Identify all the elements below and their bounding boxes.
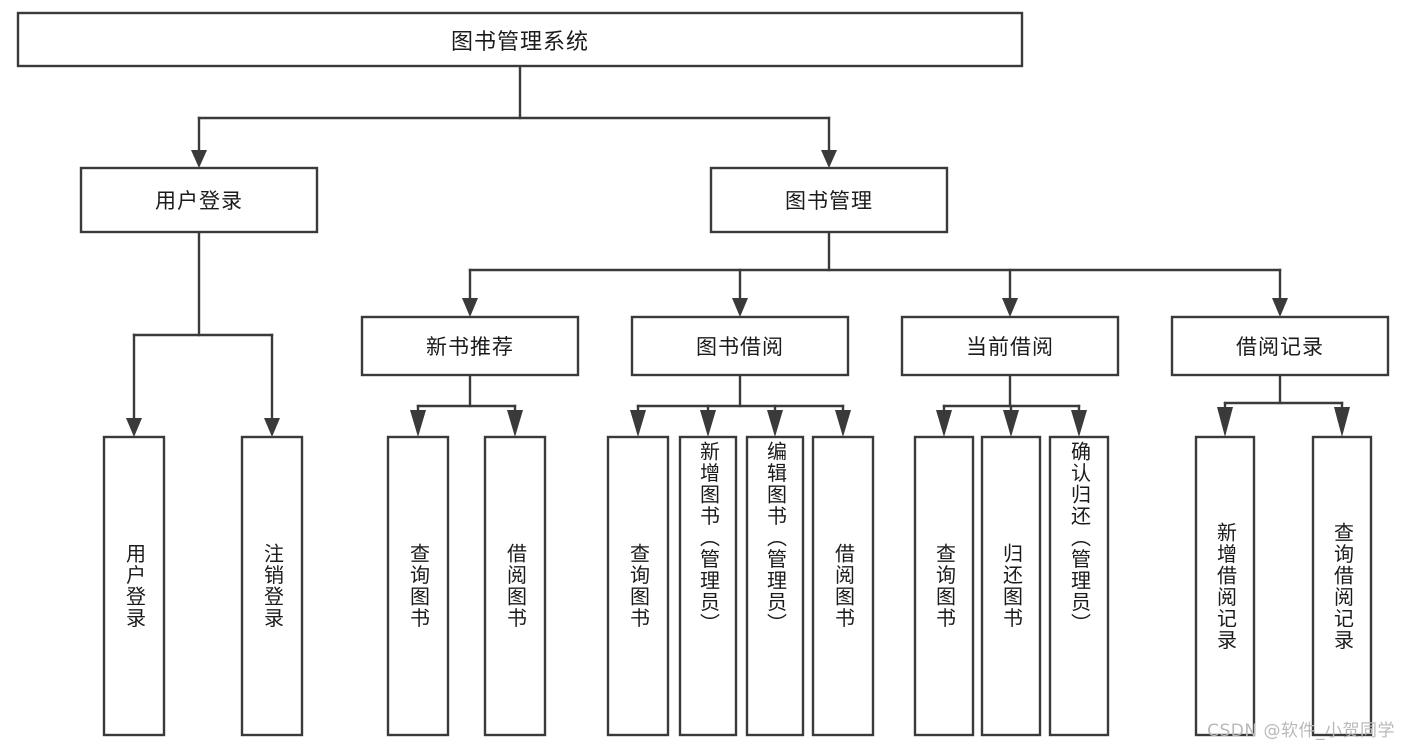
arrow-head-leaf-borrow-book-2	[835, 410, 851, 437]
arrow-head-borrow-record	[1272, 298, 1288, 317]
node-new-book-rec[interactable]	[360, 315, 580, 377]
arrow-head-leaf-query-book-1	[410, 410, 426, 437]
node-book-manage[interactable]	[709, 166, 949, 234]
node-leaf-add-book[interactable]	[678, 435, 738, 737]
arrow-head-leaf-return-book	[1003, 410, 1019, 437]
arrow-head-leaf-query-book-2	[630, 410, 646, 437]
arrow-head-new-book-rec	[462, 298, 478, 317]
node-leaf-borrow-book-1[interactable]	[483, 435, 547, 737]
node-book-borrow[interactable]	[630, 315, 850, 377]
arrow-head-leaf-add-book	[700, 410, 716, 437]
nodes-layer	[16, 11, 1390, 737]
node-leaf-query-record[interactable]	[1311, 435, 1373, 737]
node-leaf-return-book[interactable]	[980, 435, 1042, 737]
node-leaf-edit-book[interactable]	[745, 435, 805, 737]
node-user-login[interactable]	[79, 166, 319, 234]
arrow-head-leaf-query-record	[1334, 407, 1350, 437]
arrow-head-book-borrow	[732, 298, 748, 317]
node-leaf-user-login[interactable]	[102, 435, 166, 737]
node-leaf-logout[interactable]	[240, 435, 304, 737]
node-leaf-query-book-3[interactable]	[913, 435, 975, 737]
node-current-borrow[interactable]	[900, 315, 1120, 377]
arrow-head-leaf-user-login	[126, 418, 142, 437]
connectors-layer	[126, 64, 1350, 437]
arrow-head-book-manage	[821, 150, 837, 168]
node-leaf-borrow-book-2[interactable]	[811, 435, 875, 737]
arrow-head-leaf-borrow-book-1	[507, 410, 523, 437]
node-leaf-add-record[interactable]	[1194, 435, 1256, 737]
arrow-head-leaf-logout	[264, 418, 280, 437]
arrow-head-leaf-query-book-3	[936, 410, 952, 437]
arrow-head-current-borrow	[1002, 298, 1018, 317]
node-leaf-query-book-1[interactable]	[386, 435, 450, 737]
arrow-head-leaf-edit-book	[767, 410, 783, 437]
node-leaf-confirm-return[interactable]	[1048, 435, 1110, 737]
node-leaf-query-book-2[interactable]	[606, 435, 670, 737]
node-borrow-record[interactable]	[1170, 315, 1390, 377]
arrow-head-leaf-add-record	[1217, 407, 1233, 437]
node-root[interactable]	[16, 11, 1024, 68]
arrow-head-leaf-confirm-return	[1071, 410, 1087, 437]
arrow-head-user-login	[191, 150, 207, 168]
